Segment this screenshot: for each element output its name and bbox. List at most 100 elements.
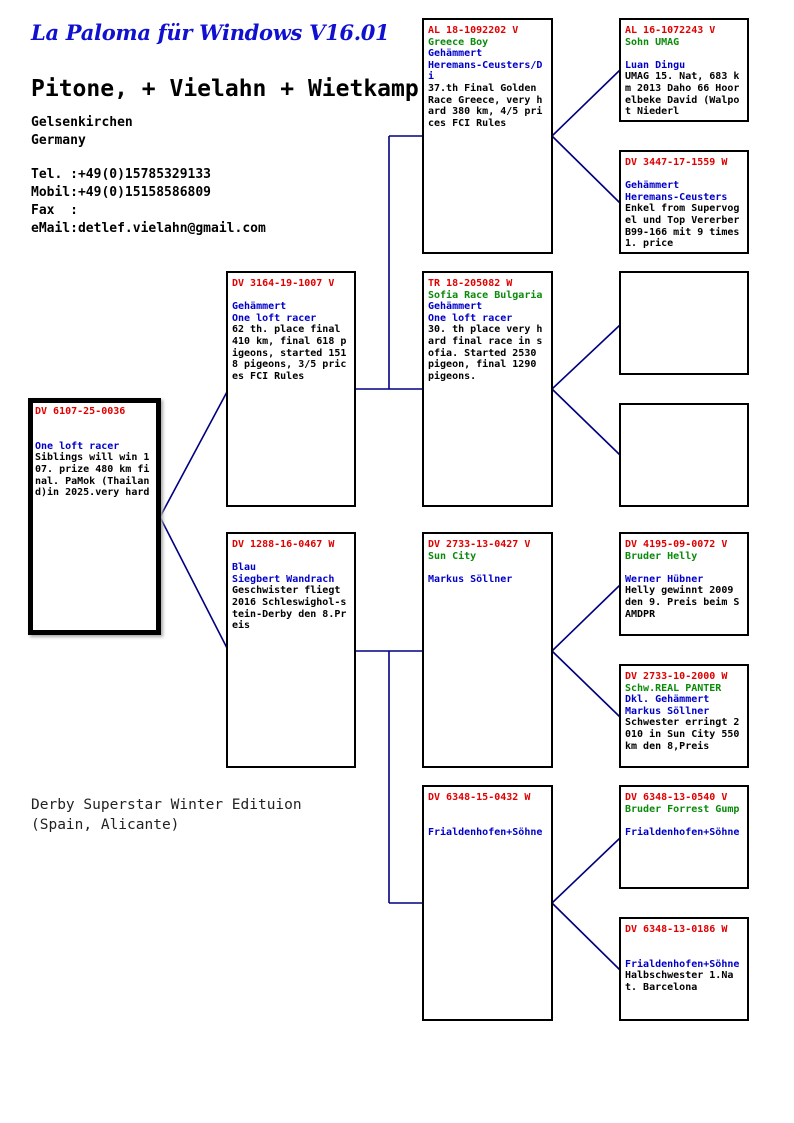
ring-number: DV 2733-10-2000 W xyxy=(625,671,728,682)
pigeon-breeder: Frialdenhofen+Söhne xyxy=(625,958,740,970)
pigeon-card-sss[interactable]: AL 16-1072243 V Sohn UMAG Luan Dingu UMA… xyxy=(619,18,749,122)
pigeon-breeder: One loft racer xyxy=(428,312,513,324)
ring-number: DV 3164-19-1007 V xyxy=(232,278,335,289)
ring-number: DV 2733-13-0427 V xyxy=(428,539,531,550)
pigeon-name: Bruder Forrest Gump xyxy=(625,803,740,815)
ring-number: DV 1288-16-0467 W xyxy=(232,539,335,550)
pigeon-card-dds[interactable]: DV 6348-13-0540 V Bruder Forrest Gump Fr… xyxy=(619,785,749,889)
pigeon-breeder: Heremans-Ceusters xyxy=(625,191,728,203)
connector-ss-sss xyxy=(551,69,621,137)
pigeon-color: Dkl. Gehämmert xyxy=(625,694,710,706)
pigeon-color xyxy=(428,815,547,827)
pigeon-notes: Enkel from Supervogel und Top Vererber B… xyxy=(625,203,740,250)
owner-name: Pitone, + Vielahn + Wietkamp xyxy=(31,76,419,102)
ring-number: DV 6107-25-0036 xyxy=(35,406,126,417)
pigeon-breeder: Markus Söllner xyxy=(625,705,710,717)
pigeon-spacer xyxy=(232,290,350,302)
owner-country: Germany xyxy=(31,133,86,148)
pigeon-card-sdd-empty[interactable] xyxy=(619,403,749,507)
connector-sd-sds xyxy=(551,324,621,390)
pigeon-notes: Halbschwester 1.Nat. Barcelona xyxy=(625,970,734,993)
pigeon-name: Greece Boy xyxy=(428,36,489,48)
pigeon-card-sds-empty[interactable] xyxy=(619,271,749,375)
connector-sd-sdd xyxy=(551,388,621,456)
pigeon-card-sire-dam[interactable]: TR 18-205082 W Sofia Race Bulgaria Gehäm… xyxy=(422,271,553,507)
pigeon-card-dam[interactable]: DV 1288-16-0467 W Blau Siegbert Wandrach… xyxy=(226,532,356,768)
connector-dd-dds xyxy=(551,837,621,904)
pigeon-breeder: One loft racer xyxy=(35,440,120,452)
pigeon-breeder: Siegbert Wandrach xyxy=(232,573,335,585)
pigeon-name: Bruder Helly xyxy=(625,550,698,562)
pigeon-card-sire-sire[interactable]: AL 18-1092202 V Greece Boy Gehämmert Her… xyxy=(422,18,553,254)
pigeon-color: Gehämmert xyxy=(428,301,483,313)
pigeon-card-dss[interactable]: DV 4195-09-0072 V Bruder Helly Werner Hü… xyxy=(619,532,749,636)
connector-ds-dss xyxy=(551,584,621,652)
pigeon-line1 xyxy=(35,429,154,441)
pigeon-notes xyxy=(428,585,547,597)
pigeon-notes: Geschwister fliegt 2016 Schleswighol-ste… xyxy=(232,585,347,632)
pigeon-name xyxy=(428,804,547,816)
connector-subject-dam xyxy=(159,516,229,651)
ring-number: DV 6348-15-0432 W xyxy=(428,792,531,803)
connector-dd-ddd xyxy=(551,902,621,971)
connector-subject-sire xyxy=(159,389,229,518)
pigeon-breeder: Frialdenhofen+Söhne xyxy=(428,826,543,838)
pigeon-name: Schw.REAL PANTER xyxy=(625,682,722,694)
pigeon-name: Sofia Race Bulgaria xyxy=(428,289,543,301)
pigeon-notes: Schwester erringt 2010 in Sun City 550 k… xyxy=(625,717,740,752)
ring-number: AL 18-1092202 V xyxy=(428,25,519,36)
app-title: La Paloma für Windows V16.01 xyxy=(31,20,390,45)
pigeon-color: Gehämmert xyxy=(625,180,680,192)
connector-ss-ssd xyxy=(551,135,621,204)
pigeon-name: Sohn UMAG xyxy=(625,36,680,48)
ring-number: DV 6348-13-0540 V xyxy=(625,792,728,803)
pigeon-color: Gehämmert xyxy=(428,48,483,60)
owner-mobil: Mobil:+49(0)15158586809 xyxy=(31,185,212,200)
pigeon-name xyxy=(625,169,743,181)
pigeon-card-dam-sire[interactable]: DV 2733-13-0427 V Sun City Markus Söllne… xyxy=(422,532,553,768)
pigeon-notes: Siblings will win 107. prize 480 km fina… xyxy=(35,452,150,499)
ring-number: AL 16-1072243 V xyxy=(625,25,716,36)
pigeon-color xyxy=(625,947,743,959)
ring-number: DV 4195-09-0072 V xyxy=(625,539,728,550)
connector-ds-dsd xyxy=(551,650,621,718)
pigeon-breeder: One loft racer xyxy=(232,312,317,324)
pigeon-color xyxy=(625,562,743,574)
pigeon-notes xyxy=(428,838,547,850)
pigeon-card-sire[interactable]: DV 3164-19-1007 V Gehämmert One loft rac… xyxy=(226,271,356,507)
ring-number: TR 18-205082 W xyxy=(428,278,513,289)
pigeon-name xyxy=(625,936,743,948)
pigeon-breeder: Heremans-Ceusters/Di xyxy=(428,59,543,83)
pigeon-card-subject[interactable]: DV 6107-25-0036 One loft racer Siblings … xyxy=(28,398,161,635)
pigeon-breeder: Markus Söllner xyxy=(428,573,513,585)
ring-number: DV 3447-17-1559 W xyxy=(625,157,728,168)
pigeon-notes: UMAG 15. Nat, 683 km 2013 Daho 66 Hoorel… xyxy=(625,71,740,118)
owner-fax: Fax : xyxy=(31,203,78,218)
pigeon-color: Gehämmert xyxy=(232,301,287,313)
owner-city: Gelsenkirchen xyxy=(31,115,133,130)
pigeon-spacer xyxy=(232,551,350,563)
pigeon-spacer xyxy=(35,418,154,430)
pigeon-notes: 62 th. place final 410 km, final 618 pig… xyxy=(232,324,347,382)
pigeon-notes: Helly gewinnt 2009 den 9. Preis beim SAM… xyxy=(625,585,740,620)
pigeon-breeder: Frialdenhofen+Söhne xyxy=(625,826,740,838)
pigeon-notes xyxy=(625,838,743,850)
pigeon-breeder: Werner Hübner xyxy=(625,573,704,585)
pigeon-card-ddd[interactable]: DV 6348-13-0186 W Frialdenhofen+Söhne Ha… xyxy=(619,917,749,1021)
pigeon-color: Blau xyxy=(232,562,257,574)
ring-number: DV 6348-13-0186 W xyxy=(625,924,728,935)
owner-email[interactable]: eMail:detlef.vielahn@gmail.com xyxy=(31,221,266,236)
pigeon-notes: 30. th place very hard final race in sof… xyxy=(428,324,543,382)
pigeon-card-ssd[interactable]: DV 3447-17-1559 W Gehämmert Heremans-Ceu… xyxy=(619,150,749,254)
pigeon-card-dsd[interactable]: DV 2733-10-2000 W Schw.REAL PANTER Dkl. … xyxy=(619,664,749,768)
pigeon-name: Sun City xyxy=(428,550,477,562)
pigeon-card-dam-dam[interactable]: DV 6348-15-0432 W Frialdenhofen+Söhne xyxy=(422,785,553,1021)
pigeon-color xyxy=(625,48,743,60)
owner-tel: Tel. :+49(0)15785329133 xyxy=(31,167,212,182)
pigeon-notes: 37.th Final Golden Race Greece, very har… xyxy=(428,82,543,129)
footer-note: Derby Superstar Winter Edituion (Spain, … xyxy=(31,797,302,833)
pigeon-color xyxy=(428,562,547,574)
pigeon-breeder: Luan Dingu xyxy=(625,59,686,71)
pigeon-color xyxy=(625,815,743,827)
